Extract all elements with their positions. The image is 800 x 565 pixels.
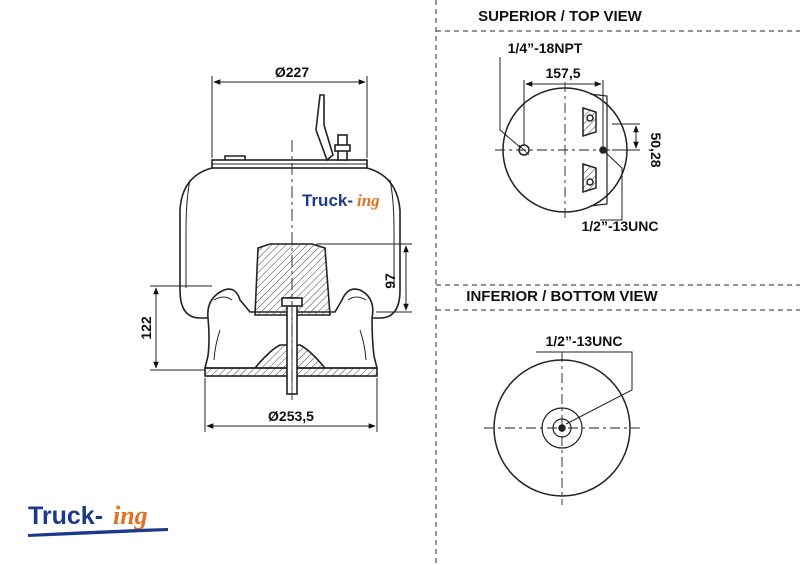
offset-label: 50,28	[648, 132, 664, 167]
top-stud-thread-label: 1/2”-13UNC	[581, 218, 658, 234]
bolt-spacing-label: 157,5	[545, 65, 580, 81]
port-thread-label: 1/4”-18NPT	[508, 40, 583, 56]
top-view-title: SUPERIOR / TOP VIEW	[478, 8, 642, 25]
bottom-stud-leader	[536, 351, 633, 425]
body-logo-suffix: ing	[357, 191, 380, 210]
view-dividers	[435, 0, 800, 565]
piston-height-label: 97	[382, 273, 398, 289]
dimension-top-diameter	[211, 76, 368, 158]
top-stud-leader	[600, 151, 623, 221]
dimension-offset	[612, 123, 640, 151]
dimension-piston-height	[316, 243, 412, 313]
body-logo-main: Truck-	[302, 191, 353, 210]
logo-swoosh	[28, 528, 168, 537]
brand-logo-main: Truck-	[28, 502, 103, 530]
dimension-base-height	[150, 285, 212, 371]
air-spring-side-view	[179, 94, 401, 400]
bottom-view-title: INFERIOR / BOTTOM VIEW	[466, 288, 658, 305]
bottom-stud-thread-label: 1/2”-13UNC	[545, 333, 622, 349]
dimension-base-diameter	[204, 378, 378, 432]
brand-logo: Truck- ing	[28, 501, 168, 537]
bottom-view-drawing	[484, 352, 640, 505]
base-height-label: 122	[138, 316, 154, 340]
top-view-drawing	[495, 82, 632, 218]
brand-logo-suffix: ing	[113, 501, 148, 530]
body-logo: Truck- ing	[302, 191, 380, 210]
port-thread-leader	[499, 57, 522, 149]
dimension-bolt-spacing	[523, 80, 604, 146]
top-diameter-label: Ø227	[275, 64, 309, 80]
base-diameter-label: Ø253,5	[268, 408, 314, 424]
